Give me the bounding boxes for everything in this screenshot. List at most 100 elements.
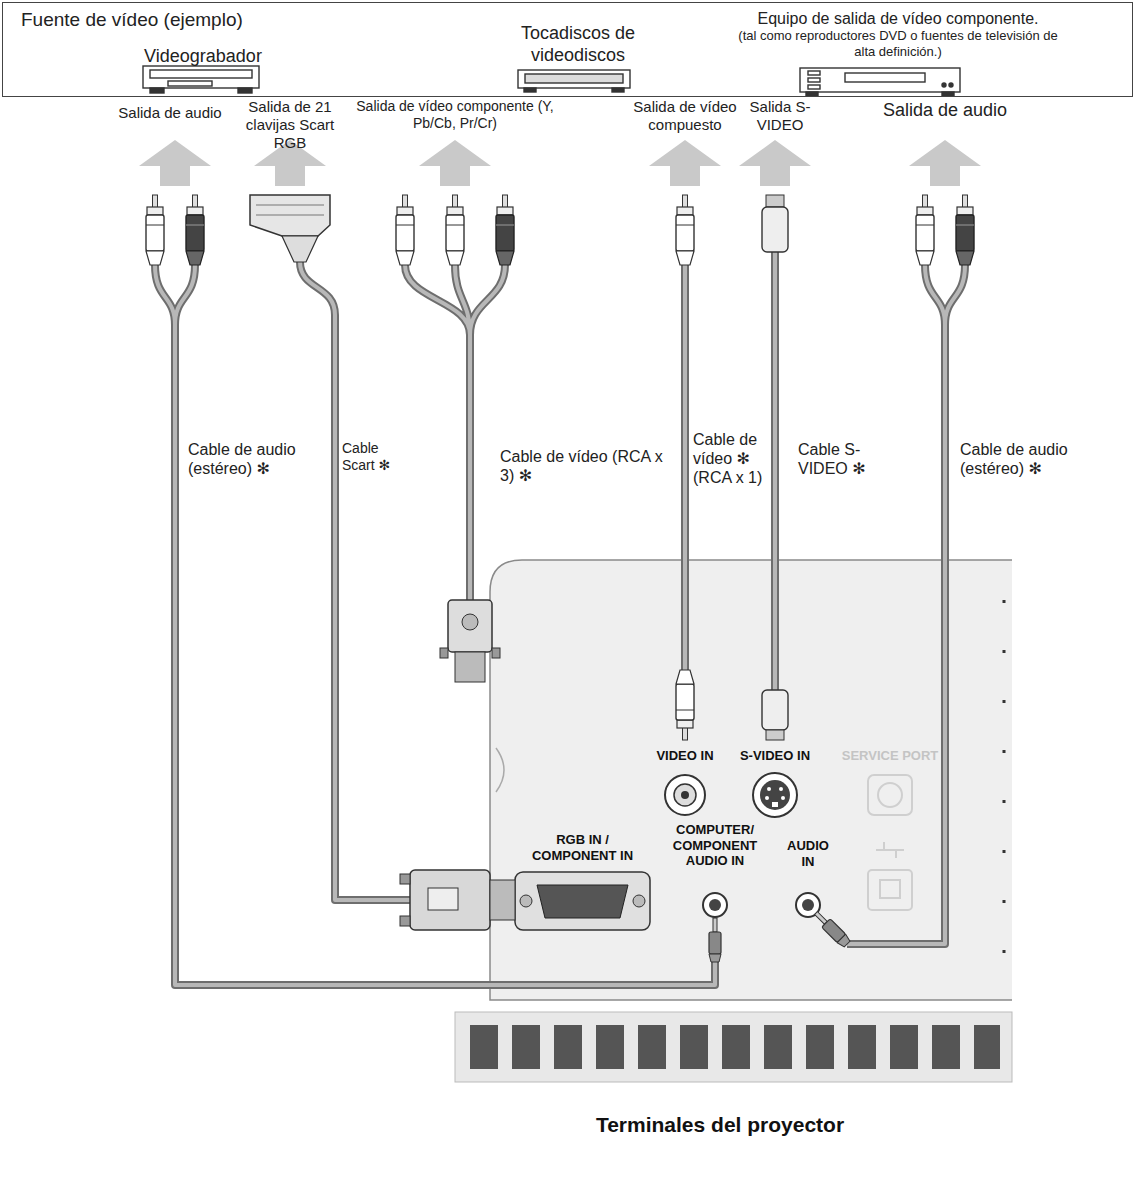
audio-cable [155, 265, 715, 985]
jack-ring [753, 773, 797, 817]
output-label: Salida de vídeo componente (Y, Pb/Cb, Pr… [355, 98, 555, 132]
disc-body [518, 70, 630, 88]
s-video-cable [771, 252, 779, 690]
adaptor-body [410, 870, 490, 930]
audio-cable [847, 265, 965, 944]
rca-plug [676, 195, 694, 265]
vcr-foot [150, 88, 164, 93]
jack-inner [674, 784, 696, 806]
jack-pin [765, 796, 769, 800]
rca-plug [916, 195, 934, 265]
vcr-body [143, 66, 259, 88]
output-arrow [139, 140, 211, 186]
scart-cable [300, 262, 410, 900]
node-note: (tal como reproductores DVD o fuentes de… [733, 28, 1063, 59]
node-heading: Videograbador [121, 46, 285, 68]
jack-pin [681, 791, 689, 799]
mini-plug [812, 909, 852, 949]
service-port [868, 775, 912, 815]
output-arrow [739, 140, 811, 186]
rca-plug [146, 195, 164, 265]
cable-label: Cable de audio (estéreo) ✻ [960, 440, 1072, 478]
dvd-button [808, 71, 820, 75]
vcr-panel [168, 81, 212, 86]
vent-band [455, 1012, 1012, 1082]
rca-plug [956, 195, 974, 265]
plug-face [455, 652, 485, 682]
jack-inner [760, 780, 790, 810]
plug-detail [462, 614, 478, 630]
scart-boot [282, 236, 318, 262]
component-cable [405, 265, 505, 600]
source-panel: Fuente de vídeo (ejemplo)VideograbadorTo… [2, 2, 1133, 97]
vga-screw [520, 895, 532, 907]
output-label: Salida de 21 clavijas Scart RGB [230, 98, 350, 152]
usb-socket [880, 880, 900, 898]
cable-label: Cable de vídeo ✻ (RCA x 1) [693, 430, 775, 488]
disc-foot [524, 88, 536, 92]
vcr-icon [143, 66, 259, 93]
device-label-group: Videograbador [121, 46, 285, 68]
rca-plug [446, 195, 464, 265]
terminal-label: AUDIO IN [780, 838, 836, 869]
plug-body [762, 207, 788, 252]
video-in-jack [665, 775, 705, 815]
dvd-body [800, 68, 960, 92]
terminal-label: RGB IN / COMPONENT IN [515, 832, 650, 863]
projector-panel [490, 560, 1012, 1000]
adaptor-screw [400, 874, 410, 884]
audio-cable [155, 265, 715, 985]
output-arrow [649, 140, 721, 186]
adaptor-face [490, 880, 515, 920]
vga-plate [515, 872, 650, 930]
output-arrow [909, 140, 981, 186]
panel-detail [496, 748, 504, 792]
jack-ring [665, 775, 705, 815]
output-label: Salida de vídeo compuesto [630, 98, 740, 134]
scart-ridge [256, 205, 324, 215]
jack-pin [767, 787, 771, 791]
rca-plug [396, 195, 414, 265]
scart-head [250, 195, 330, 236]
cable-outer [155, 252, 965, 985]
terminal-label: VIDEO IN [635, 748, 735, 764]
dvd-foot [806, 92, 818, 96]
jack-pin [779, 787, 783, 791]
vcr-slot [150, 70, 252, 78]
s-video-plug [762, 690, 788, 740]
jack-pin [781, 796, 785, 800]
node-heading: Tocadiscos de videodiscos [500, 23, 656, 66]
cable-label: Cable de audio (estéreo) ✻ [188, 440, 300, 478]
terminal-label: S-VIDEO IN [720, 748, 830, 764]
dvd-slot [845, 73, 925, 82]
dvd-button [808, 78, 820, 82]
s-video-cable [773, 252, 777, 690]
figure-caption: Terminales del proyector [540, 1112, 900, 1137]
rca-plug [186, 195, 204, 265]
usb-port [868, 842, 912, 910]
dvd-button [808, 85, 820, 89]
disc-tray [525, 74, 623, 83]
cable-label: Cable Scart ✻ [342, 440, 404, 474]
dvd-foot [942, 92, 954, 96]
adaptor-panel [428, 888, 458, 910]
device-label-group: Tocadiscos de videodiscos [500, 23, 656, 66]
video-cable [681, 265, 689, 670]
plug-screw [492, 648, 500, 658]
scart-plug [250, 195, 330, 262]
plug-screw [440, 648, 448, 658]
vga-screw [633, 895, 645, 907]
audio-jack-hole [709, 899, 721, 911]
plug-tip [766, 730, 784, 740]
dvd-led [942, 83, 946, 87]
adaptor-screw [400, 916, 410, 926]
node-heading: Equipo de salida de vídeo componente. [733, 9, 1063, 28]
rca-plug [496, 195, 514, 265]
component-vga-plug [440, 600, 500, 682]
usb-symbol [876, 842, 904, 858]
mini-plug [709, 918, 721, 962]
output-label: Salida S-VIDEO [745, 98, 815, 134]
output-label: Salida de audio [100, 104, 240, 122]
disc-player-icon [518, 70, 630, 92]
